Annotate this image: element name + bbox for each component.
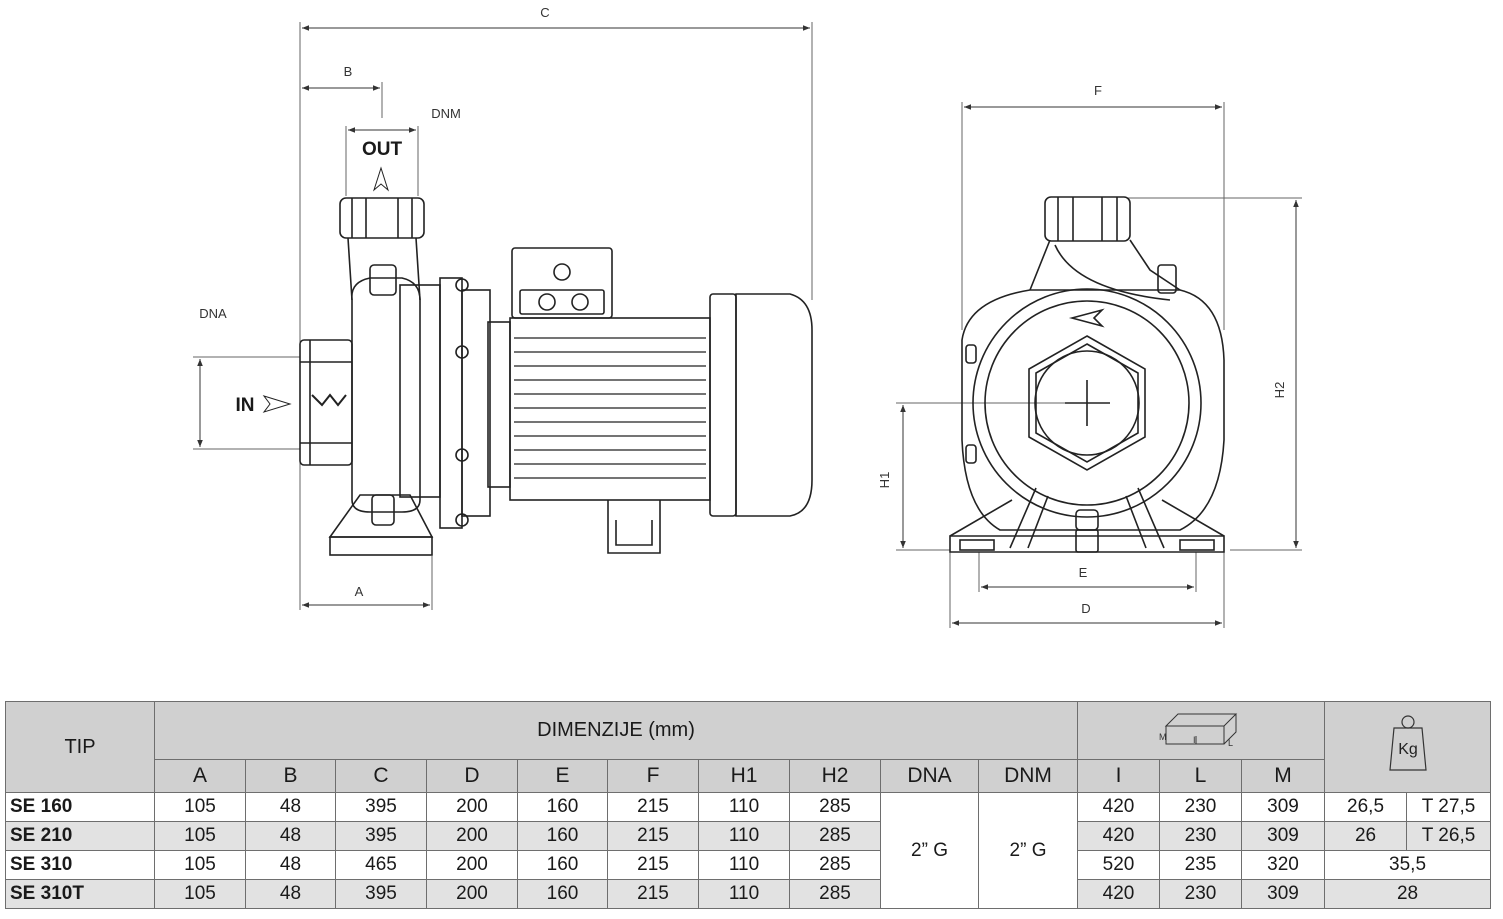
- col-header-i: I: [1077, 759, 1161, 793]
- cell-h1: 110: [698, 850, 790, 880]
- cell-c: 395: [335, 792, 427, 822]
- cell-a: 105: [154, 821, 246, 851]
- cell-d: 200: [426, 850, 518, 880]
- table-row: SE 310T 105 48 395 200 160 215 110 285 4…: [5, 879, 1492, 909]
- cell-b: 48: [245, 792, 336, 822]
- table-row: SE 160 105 48 395 200 160 215 110 285 2”…: [5, 792, 1492, 909]
- cell-e: 160: [517, 821, 608, 851]
- cell-a: 105: [154, 792, 246, 822]
- col-header-a: A: [154, 759, 246, 793]
- dim-label-h2: H2: [1272, 382, 1287, 399]
- cell-h1: 110: [698, 821, 790, 851]
- cell-m: 320: [1241, 850, 1326, 880]
- cell-m: 309: [1241, 821, 1326, 851]
- dim-label-h1: H1: [877, 472, 892, 489]
- dim-label-dna: DNA: [199, 306, 227, 321]
- cell-b: 48: [245, 821, 336, 851]
- weight-kg-icon: Kg: [1388, 715, 1427, 771]
- cell-h2: 285: [789, 850, 881, 880]
- cell-kg-single: 26,5: [1324, 792, 1408, 822]
- svg-text:Kg: Kg: [1398, 741, 1418, 758]
- dim-label-d: D: [1081, 601, 1090, 616]
- pump-technical-drawing: C B DNM DNA A OUT IN: [193, 5, 1302, 628]
- package-box-icon: M I L: [1159, 713, 1238, 748]
- weight-header: Kg: [1324, 701, 1492, 793]
- col-header-c: C: [335, 759, 427, 793]
- cell-l: 230: [1159, 879, 1243, 909]
- cell-kg-three: T 27,5: [1406, 792, 1492, 822]
- cell-c: 395: [335, 821, 427, 851]
- cell-a: 105: [154, 850, 246, 880]
- cell-kg-single: 26: [1324, 821, 1408, 851]
- cell-dnm-merged: 2” G: [977, 792, 1079, 909]
- cell-dna-merged: 2” G: [880, 792, 979, 909]
- dimensions-header: DIMENZIJE (mm): [153, 701, 1079, 760]
- cell-i: 420: [1077, 879, 1161, 909]
- cell-kg: 35,5: [1324, 850, 1492, 880]
- cell-e: 160: [517, 850, 608, 880]
- dimensions-table: TIP DIMENZIJE (mm) M I L: [5, 701, 1492, 909]
- col-header-e: E: [517, 759, 608, 793]
- cell-e: 160: [517, 879, 608, 909]
- cell-l: 230: [1159, 792, 1243, 822]
- col-header-h2: H2: [789, 759, 881, 793]
- col-header-b: B: [245, 759, 336, 793]
- row-tip: SE 210: [5, 821, 155, 851]
- cell-c: 395: [335, 879, 427, 909]
- cell-f: 215: [607, 821, 699, 851]
- box-letter-l: L: [1228, 738, 1233, 748]
- cell-f: 215: [607, 792, 699, 822]
- row-tip: SE 310: [5, 850, 155, 880]
- box-letter-m: M: [1159, 732, 1167, 742]
- cell-i: 420: [1077, 821, 1161, 851]
- pump-side-view: [193, 22, 813, 610]
- col-header-dnm: DNM: [977, 759, 1079, 793]
- col-header-dna: DNA: [880, 759, 979, 793]
- pump-front-view: [896, 102, 1302, 628]
- cell-e: 160: [517, 792, 608, 822]
- col-header-h1: H1: [698, 759, 790, 793]
- col-header-m: M: [1241, 759, 1326, 793]
- cell-b: 48: [245, 850, 336, 880]
- cell-l: 230: [1159, 821, 1243, 851]
- cell-m: 309: [1241, 879, 1326, 909]
- cell-d: 200: [426, 879, 518, 909]
- dim-label-f: F: [1094, 83, 1102, 98]
- dim-label-a: A: [355, 584, 364, 599]
- cell-f: 215: [607, 850, 699, 880]
- cell-d: 200: [426, 821, 518, 851]
- row-tip: SE 160: [5, 792, 155, 822]
- col-header-d: D: [426, 759, 518, 793]
- cell-i: 420: [1077, 792, 1161, 822]
- col-header-l: L: [1159, 759, 1243, 793]
- dim-label-e: E: [1079, 565, 1088, 580]
- dim-label-c: C: [540, 5, 549, 20]
- box-letter-i: I: [1193, 735, 1196, 745]
- cell-a: 105: [154, 879, 246, 909]
- cell-l: 235: [1159, 850, 1243, 880]
- cell-h1: 110: [698, 879, 790, 909]
- cell-b: 48: [245, 879, 336, 909]
- cell-f: 215: [607, 879, 699, 909]
- tip-header: TIP: [5, 701, 155, 793]
- col-header-f: F: [607, 759, 699, 793]
- cell-h2: 285: [789, 821, 881, 851]
- cell-d: 200: [426, 792, 518, 822]
- cell-h1: 110: [698, 792, 790, 822]
- flow-label-out: OUT: [362, 139, 403, 160]
- cell-kg-three: T 26,5: [1406, 821, 1492, 851]
- flow-label-in: IN: [236, 395, 255, 416]
- cell-c: 465: [335, 850, 427, 880]
- packaging-header: M I L: [1077, 701, 1326, 760]
- table-row: SE 310 105 48 465 200 160 215 110 285 52…: [5, 850, 1492, 880]
- row-tip: SE 310T: [5, 879, 155, 909]
- cell-i: 520: [1077, 850, 1161, 880]
- cell-h2: 285: [789, 879, 881, 909]
- cell-m: 309: [1241, 792, 1326, 822]
- cell-kg: 28: [1324, 879, 1492, 909]
- cell-h2: 285: [789, 792, 881, 822]
- table-row: SE 210 105 48 395 200 160 215 110 285 42…: [5, 821, 1492, 851]
- dim-label-dnm: DNM: [431, 106, 461, 121]
- dim-label-b: B: [344, 64, 353, 79]
